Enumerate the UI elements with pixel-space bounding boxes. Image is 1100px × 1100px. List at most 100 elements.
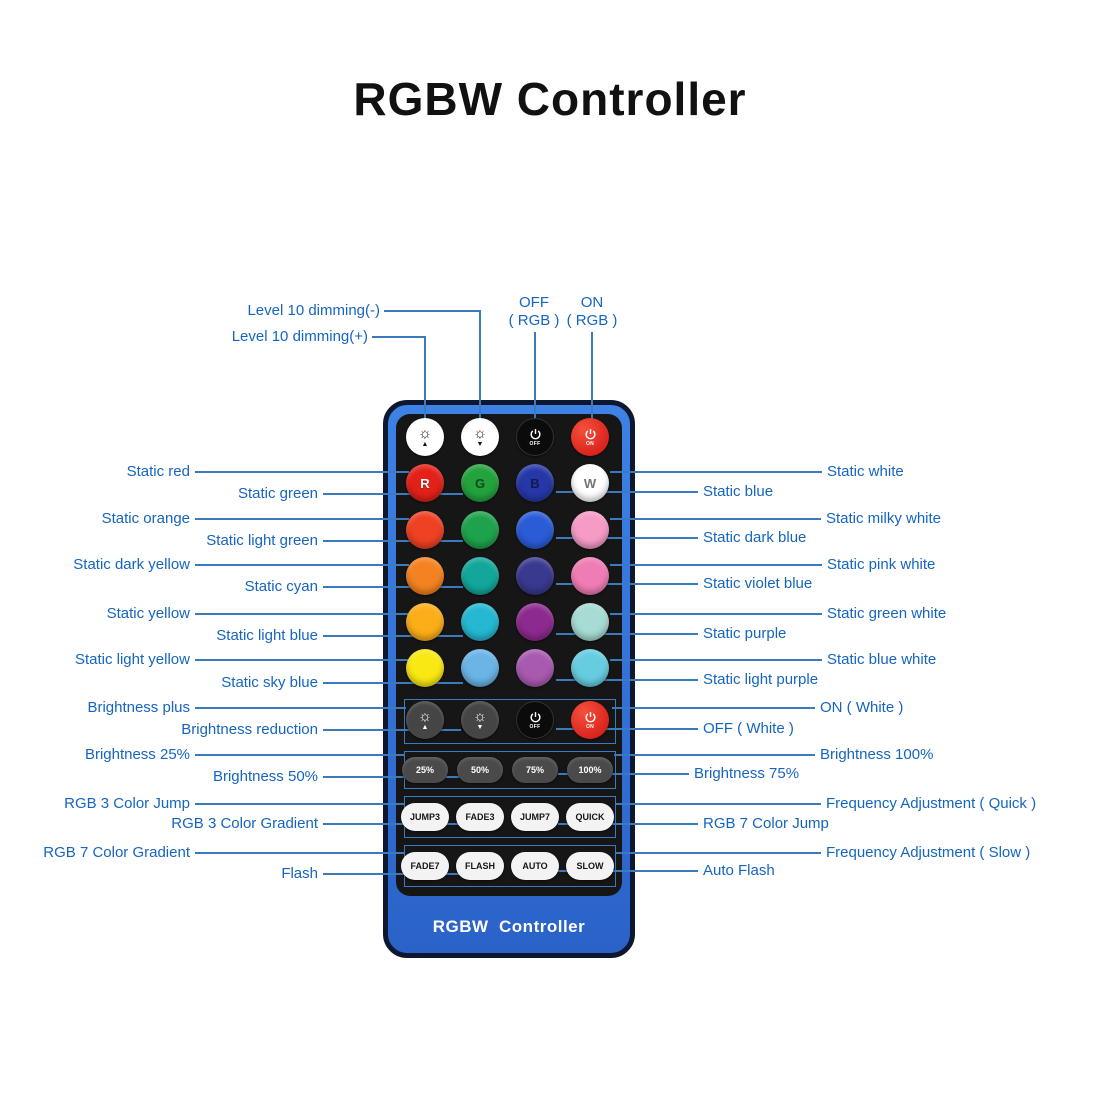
callout-static-light-purple: Static light purple: [703, 671, 819, 688]
callout-line: [195, 803, 404, 805]
brightness-down-icon: ☼: [473, 707, 487, 725]
remote-body: ☼ ▲ ☼ ▼ OFF ON R G B W: [383, 400, 635, 958]
off-text: OFF: [529, 723, 541, 730]
callout-static-cyan: Static cyan: [244, 578, 318, 595]
callout-static-blue: Static blue: [703, 483, 774, 500]
fade3-button[interactable]: FADE3: [456, 803, 504, 831]
callout-brightness-plus: Brightness plus: [87, 699, 190, 716]
on-white-button[interactable]: ON: [571, 701, 609, 739]
dim-minus-button[interactable]: ☼ ▼: [461, 418, 499, 456]
callout-line: [479, 310, 481, 419]
color-button-static-violet-blue[interactable]: [516, 557, 554, 595]
off-rgb-button[interactable]: OFF: [516, 418, 554, 456]
brightness-50-button[interactable]: 50%: [457, 757, 503, 783]
on-text: ON: [585, 440, 595, 447]
off-text: OFF: [529, 440, 541, 447]
brightness-down-icon: ☼: [473, 424, 487, 442]
power-icon: [530, 428, 540, 439]
arrow-up-icon: ▲: [421, 723, 429, 731]
brightness-100-button[interactable]: 100%: [567, 757, 613, 783]
color-button-static-milky-white[interactable]: [571, 511, 609, 549]
brightness-reduction-button[interactable]: ☼ ▼: [461, 701, 499, 739]
callout-line: [556, 679, 698, 681]
color-button-static-light-green[interactable]: [461, 511, 499, 549]
callout-line: [372, 336, 425, 338]
brightness-75-button[interactable]: 75%: [512, 757, 558, 783]
callout-static-green: Static green: [237, 485, 318, 502]
color-button-static-green-white[interactable]: [571, 603, 609, 641]
callout-static-blue-white: Static blue white: [827, 651, 937, 668]
callout-static-milky-white: Static milky white: [826, 510, 942, 527]
brightness-plus-button[interactable]: ☼ ▲: [406, 701, 444, 739]
callout-line: [614, 754, 815, 756]
color-button-static-light-yellow[interactable]: [406, 649, 444, 687]
callout-rgb7-gradient: RGB 7 Color Gradient: [43, 844, 190, 861]
auto-button[interactable]: AUTO: [511, 852, 559, 880]
color-button-static-orange[interactable]: [406, 511, 444, 549]
color-button-static-green[interactable]: G: [461, 464, 499, 502]
color-button-static-light-purple[interactable]: [516, 649, 554, 687]
power-icon: [530, 711, 540, 722]
power-icon: [585, 711, 595, 722]
callout-brightness-25: Brightness 25%: [84, 746, 190, 763]
callout-line: [610, 564, 822, 566]
jump7-button[interactable]: JUMP7: [511, 803, 559, 831]
jump3-button[interactable]: JUMP3: [401, 803, 449, 831]
callout-line: [424, 336, 426, 419]
callout-line: [558, 870, 698, 872]
color-button-static-sky-blue[interactable]: [461, 649, 499, 687]
callout-line: [323, 540, 463, 542]
callout-line: [323, 493, 463, 495]
callout-static-sky-blue: Static sky blue: [221, 674, 318, 691]
callout-line: [612, 707, 815, 709]
color-button-static-white[interactable]: W: [571, 464, 609, 502]
callout-static-pink-white: Static pink white: [827, 556, 936, 573]
off-white-button[interactable]: OFF: [516, 701, 554, 739]
slow-button[interactable]: SLOW: [566, 852, 614, 880]
callout-line: [558, 823, 698, 825]
callout-line: [558, 773, 689, 775]
callout-on-rgb: ON ( RGB ): [566, 294, 618, 329]
callout-static-red: Static red: [126, 463, 190, 480]
color-button-static-pink-white[interactable]: [571, 557, 609, 595]
color-button-static-purple[interactable]: [516, 603, 554, 641]
brightness-up-icon: ☼: [418, 707, 432, 725]
color-button-static-cyan[interactable]: [461, 557, 499, 595]
callout-line: [195, 754, 404, 756]
callout-static-white: Static white: [827, 463, 904, 480]
callout-static-orange: Static orange: [101, 510, 190, 527]
callout-brightness-reduction: Brightness reduction: [181, 721, 318, 738]
callout-frequency-slow: Frequency Adjustment ( Slow ): [826, 844, 1031, 861]
quick-button[interactable]: QUICK: [566, 803, 614, 831]
callout-flash: Flash: [281, 865, 318, 882]
callout-line: [323, 776, 459, 778]
callout-auto-flash: Auto Flash: [703, 862, 775, 879]
callout-brightness-100: Brightness 100%: [820, 746, 934, 763]
color-button-static-red[interactable]: R: [406, 464, 444, 502]
fade7-button[interactable]: FADE7: [401, 852, 449, 880]
on-rgb-button[interactable]: ON: [571, 418, 609, 456]
dim-plus-button[interactable]: ☼ ▲: [406, 418, 444, 456]
color-button-static-blue[interactable]: B: [516, 464, 554, 502]
color-button-static-blue-white[interactable]: [571, 649, 609, 687]
callout-line: [556, 491, 698, 493]
on-text: ON: [585, 723, 595, 730]
flash-button[interactable]: FLASH: [456, 852, 504, 880]
callout-rgb7-jump: RGB 7 Color Jump: [703, 815, 829, 832]
color-button-static-dark-blue[interactable]: [516, 511, 554, 549]
callout-rgb3-jump: RGB 3 Color Jump: [64, 795, 190, 812]
callout-static-purple: Static purple: [703, 625, 787, 642]
callout-line: [591, 332, 593, 419]
callout-line: [195, 707, 406, 709]
color-button-static-light-blue[interactable]: [461, 603, 499, 641]
callout-brightness-75: Brightness 75%: [694, 765, 800, 782]
color-button-static-dark-yellow[interactable]: [406, 557, 444, 595]
color-button-static-yellow[interactable]: [406, 603, 444, 641]
callout-static-green-white: Static green white: [827, 605, 947, 622]
brightness-25-button[interactable]: 25%: [402, 757, 448, 783]
arrow-down-icon: ▼: [476, 440, 484, 448]
callout-static-light-blue: Static light blue: [216, 627, 318, 644]
callout-line: [195, 852, 404, 854]
callout-line: [195, 471, 409, 473]
